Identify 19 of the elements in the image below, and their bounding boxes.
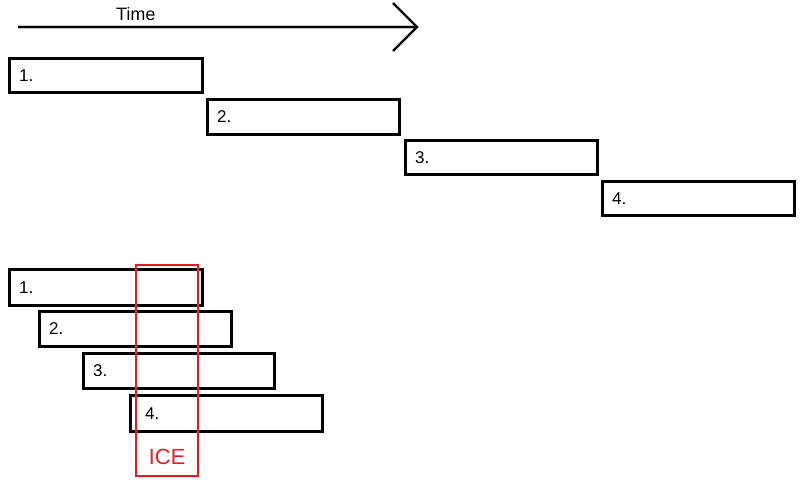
- highlight-frame: [135, 264, 199, 477]
- step-box: [38, 310, 233, 348]
- step-number: 2.: [49, 319, 64, 339]
- axis-label: Time: [116, 4, 156, 24]
- step-number: 4.: [612, 188, 626, 208]
- step-box: [206, 98, 401, 136]
- step-box: [8, 268, 204, 307]
- step-number: 4.: [145, 404, 160, 424]
- step-number: 3.: [93, 361, 108, 381]
- frame-label: ICE: [148, 444, 186, 470]
- step-number: 3.: [415, 148, 430, 168]
- step-box: [129, 394, 324, 433]
- step-box: [82, 352, 276, 390]
- step-number: 1.: [19, 66, 34, 86]
- step-box: [601, 180, 796, 217]
- step-number: 2.: [217, 107, 232, 127]
- step-number: 1.: [19, 278, 34, 298]
- step-box: [8, 57, 204, 94]
- step-box: [404, 139, 599, 176]
